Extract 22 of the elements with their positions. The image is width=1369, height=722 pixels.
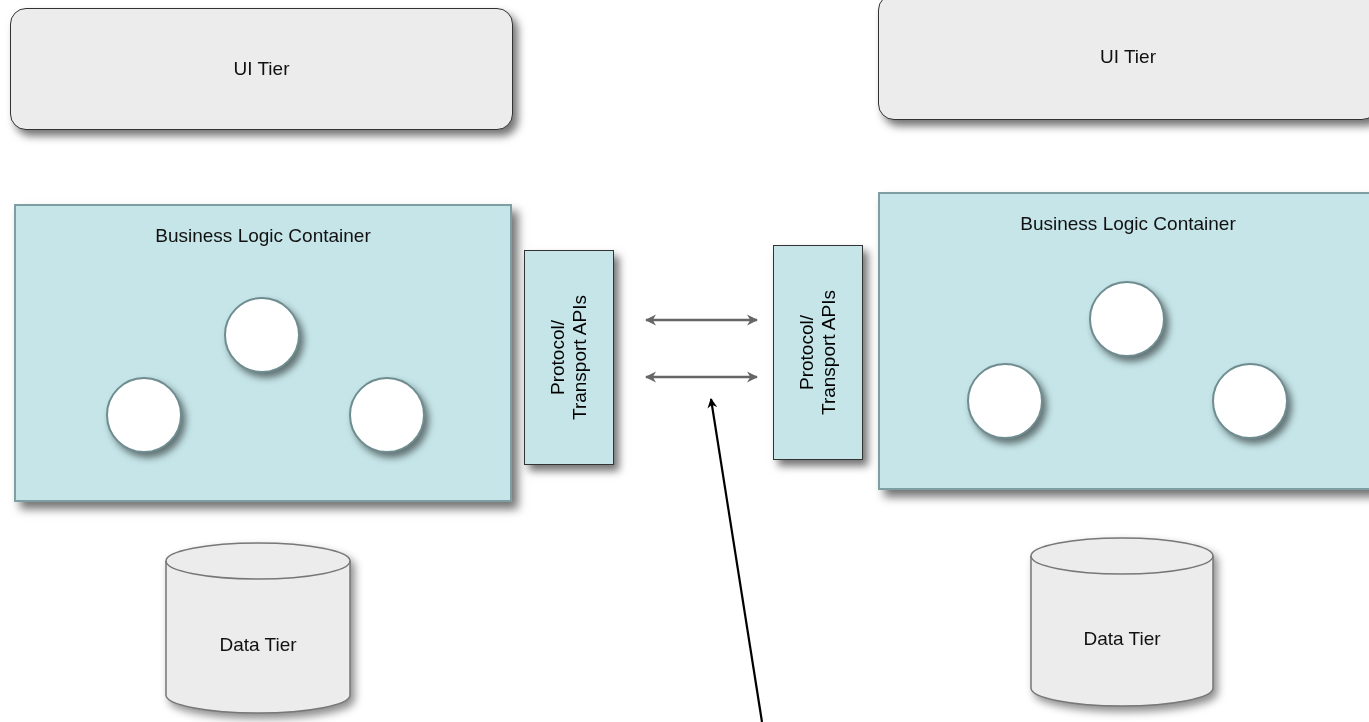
- container-title: Business Logic Container: [1020, 213, 1236, 235]
- tier-box: [878, 0, 1369, 120]
- tier-box: [10, 8, 513, 130]
- box-label: Protocol/ Transport APIs: [796, 289, 840, 417]
- box-label: UI Tier: [233, 58, 290, 80]
- container-box: [14, 204, 512, 502]
- component-circle: [106, 377, 182, 453]
- box-label: UI Tier: [1100, 46, 1156, 68]
- component-circle: [1212, 363, 1288, 439]
- box-label: Data Tier: [219, 634, 297, 656]
- component-circle: [224, 297, 300, 373]
- component-circle: [1089, 281, 1165, 357]
- container-title: Business Logic Container: [155, 225, 371, 247]
- box-label: Protocol/ Transport APIs: [547, 294, 591, 422]
- double-arrow: [644, 314, 759, 326]
- double-arrow: [644, 371, 759, 383]
- component-circle: [967, 363, 1043, 439]
- api-box: [524, 250, 614, 465]
- api-box: [773, 245, 863, 460]
- component-circle: [349, 377, 425, 453]
- container-box: [878, 192, 1369, 490]
- box-label: Data Tier: [1083, 627, 1161, 650]
